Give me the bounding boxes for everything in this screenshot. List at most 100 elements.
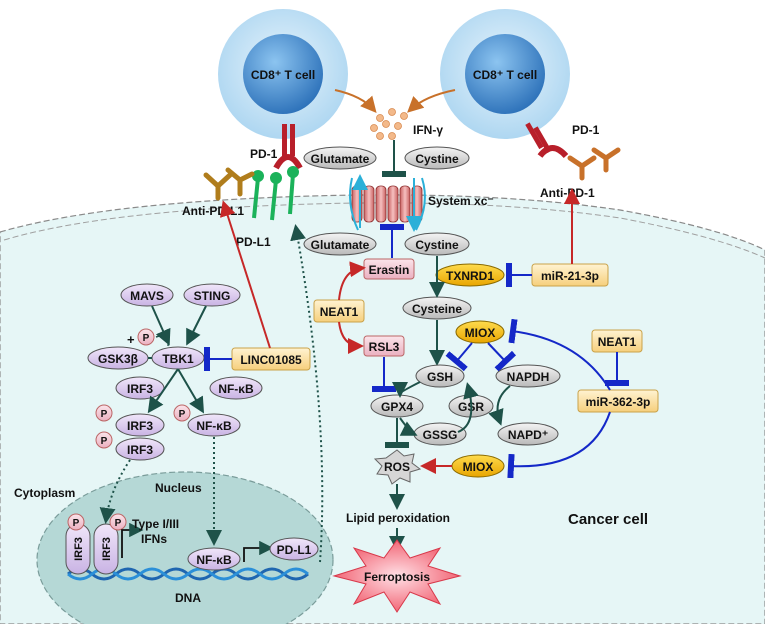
mavs-node: MAVS [120, 283, 174, 307]
nfkb-nuclear-node: NF-κB [187, 547, 241, 571]
svg-text:miR-21-3p: miR-21-3p [541, 269, 599, 283]
svg-text:P: P [115, 518, 122, 529]
anti-pdl1-label: Anti-PD-L1 [182, 204, 244, 218]
svg-text:Glutamate: Glutamate [311, 152, 370, 166]
svg-text:Ferroptosis: Ferroptosis [364, 570, 430, 584]
svg-text:NF-κB: NF-κB [196, 419, 232, 433]
gssg-node: GSSG [413, 422, 467, 446]
svg-text:miR-362-3p: miR-362-3p [586, 395, 651, 409]
nfkb-phospho: NF-κB P [173, 404, 241, 437]
svg-text:STING: STING [194, 289, 231, 303]
dotted-irf3-nucleus [99, 459, 131, 524]
nucleus-label: Nucleus [155, 481, 202, 495]
anti-pd1-label: Anti-PD-1 [540, 186, 595, 200]
transcription-arrow-pdl1 [243, 540, 274, 562]
svg-text:IRF3: IRF3 [127, 419, 153, 433]
arrow-tcell-ifng-left [334, 89, 377, 114]
linc01085-node: LINC01085 [231, 347, 311, 371]
svg-text:NEAT1: NEAT1 [598, 335, 637, 349]
arrow-linc-antipdl1 [220, 200, 271, 349]
ros-node: ROS [373, 449, 422, 485]
type-ifn-line2: IFNs [141, 532, 167, 546]
inhibit-mir362-miox-top [508, 318, 611, 391]
svg-text:PD-L1: PD-L1 [277, 543, 312, 557]
svg-text:NAPD⁺: NAPD⁺ [508, 428, 548, 442]
mir362-node: miR-362-3p [577, 389, 659, 413]
cancer-cell-label: Cancer cell [568, 511, 648, 528]
anti-pdl1-antibody [203, 167, 255, 201]
cd8-left-label: CD8⁺ T cell [251, 68, 315, 82]
svg-text:MIOX: MIOX [465, 326, 496, 340]
plus-sign: + [127, 332, 135, 347]
cd8-right-label: CD8⁺ T cell [473, 68, 537, 82]
gpx4-node: GPX4 [370, 394, 424, 418]
nfkb-node: NF-κB [209, 376, 263, 400]
cytoplasm-label: Cytoplasm [14, 486, 75, 500]
miox-bottom-node: MIOX [451, 454, 505, 478]
pd1-right-label: PD-1 [572, 123, 600, 137]
cysteine-node: Cysteine [402, 296, 472, 320]
neat1-left-node: NEAT1 [313, 299, 365, 323]
irf3-nuclear-dimer: IRF3 IRF3 P P [65, 513, 127, 575]
irf3-phospho-1: IRF3 P [95, 404, 165, 437]
svg-text:IRF3: IRF3 [73, 537, 85, 561]
svg-text:TXNRD1: TXNRD1 [446, 269, 494, 283]
ifn-gamma-label: IFN-γ [413, 123, 443, 137]
rsl3-node: RSL3 [363, 335, 405, 357]
system-xc-label: System xc⁻ [428, 194, 494, 208]
cystine-out-node: Cystine [404, 146, 470, 170]
svg-text:P: P [179, 409, 186, 420]
svg-text:NAPDH: NAPDH [507, 370, 550, 384]
gsh-node: GSH [415, 364, 465, 388]
ferroptosis-node: Ferroptosis [332, 539, 462, 613]
tbk1-node: TBK1 [151, 346, 205, 370]
lipid-peroxidation-label: Lipid peroxidation [346, 511, 450, 525]
gsh-cycle-arrows [392, 381, 511, 436]
inhibit-mir362-miox-bottom [507, 411, 611, 479]
arrow-neat1-erastin [338, 261, 366, 301]
type-ifn-line1: Type I/III [132, 517, 179, 531]
svg-text:P: P [101, 409, 108, 420]
irf3-node: IRF3 [115, 376, 165, 400]
pdl1-label: PD-L1 [236, 235, 271, 249]
txnrd1-node: TXNRD1 [435, 263, 505, 287]
svg-text:RSL3: RSL3 [369, 340, 400, 354]
pdl1-gene-node: PD-L1 [269, 537, 319, 561]
svg-text:GSK3β: GSK3β [98, 352, 138, 366]
svg-text:GPX4: GPX4 [381, 400, 413, 414]
napdh-node: NAPDH [495, 364, 561, 388]
glutamate-out-node: Glutamate [303, 146, 377, 170]
pd1-right-receptor [525, 122, 569, 159]
svg-text:GSSG: GSSG [423, 428, 458, 442]
arrow-sting-tbk1 [186, 305, 207, 346]
mir21-node: miR-21-3p [531, 263, 609, 287]
phospho-loop [155, 334, 169, 347]
svg-text:P: P [73, 518, 80, 529]
pdl1-receptors [252, 166, 299, 221]
dotted-pdl1-membrane [290, 224, 324, 563]
glutamate-in-node: Glutamate [303, 232, 377, 256]
inhibit-miox-gsh [445, 342, 473, 372]
svg-text:Cystine: Cystine [415, 238, 459, 252]
svg-text:P: P [143, 333, 150, 344]
svg-text:NF-κB: NF-κB [196, 553, 232, 567]
svg-text:P: P [101, 436, 108, 447]
svg-text:MIOX: MIOX [463, 460, 494, 474]
svg-text:NEAT1: NEAT1 [320, 305, 359, 319]
ifn-gamma-particles [370, 108, 408, 140]
arrow-tbk1-irf3 [147, 368, 179, 414]
svg-text:Cystine: Cystine [415, 152, 459, 166]
arrow-tcell-ifng-right [407, 89, 456, 113]
svg-text:MAVS: MAVS [130, 289, 164, 303]
transcription-arrow-ifn [121, 522, 144, 558]
anti-pd1-antibody [567, 147, 621, 181]
pd1-left-receptor [273, 124, 303, 170]
miox-top-node: MIOX [455, 320, 505, 344]
svg-text:NF-κB: NF-κB [218, 382, 254, 396]
cd8-t-cell-right: CD8⁺ T cell [440, 9, 570, 139]
svg-text:Erastin: Erastin [369, 263, 410, 277]
pd1-left-label: PD-1 [250, 147, 278, 161]
svg-text:LINC01085: LINC01085 [240, 353, 302, 367]
svg-text:ROS: ROS [384, 460, 410, 474]
